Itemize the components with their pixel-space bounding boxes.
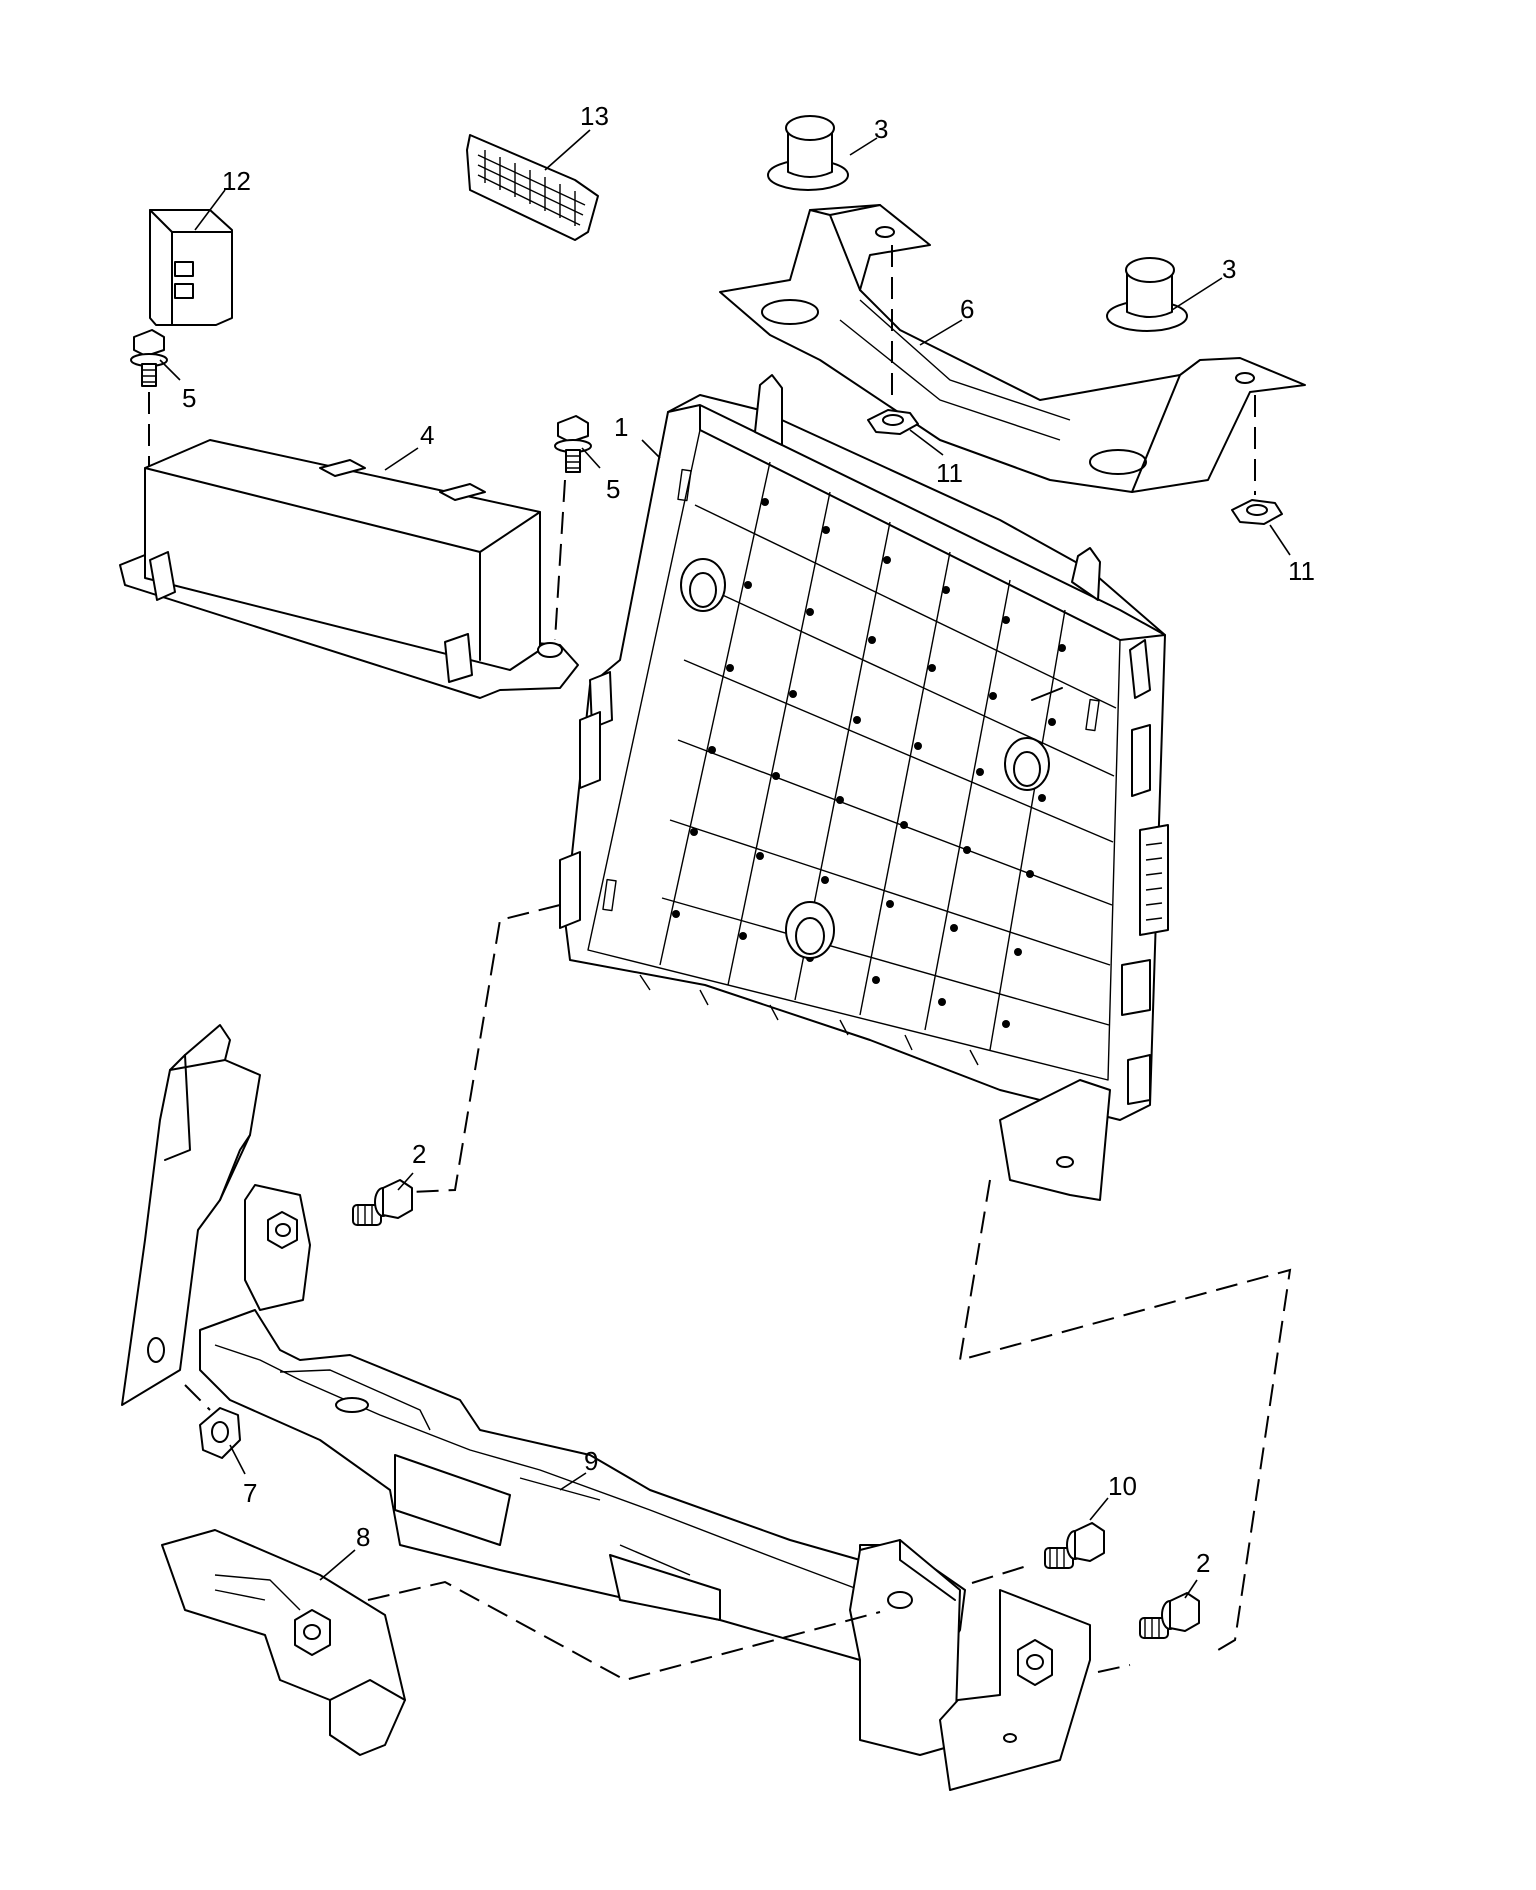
callout-2-upper: 2 [412, 1139, 426, 1169]
part-3-cap-right [1106, 257, 1188, 332]
callout-9: 9 [584, 1446, 598, 1476]
part-12-relay [149, 209, 233, 326]
callout-7: 7 [243, 1478, 257, 1508]
dash-8-to-9 [367, 1580, 881, 1682]
part-11-nut-upper [867, 245, 919, 435]
callout-3-upper: 3 [874, 114, 888, 144]
part-3-cap-upper [767, 115, 849, 191]
part-5-bolt-right [554, 415, 592, 641]
callout-5-right: 5 [606, 474, 620, 504]
callout-5-left: 5 [182, 383, 196, 413]
part-5-bolt-left [130, 329, 168, 470]
callout-13: 13 [580, 101, 609, 131]
dash-module-to-bolt-2 [409, 904, 561, 1193]
part-2-bolt-upper [352, 1179, 413, 1226]
part-10-bolt [971, 1522, 1105, 1584]
part-13-fuse-strip [466, 134, 599, 241]
callout-2-lower: 2 [1196, 1548, 1210, 1578]
part-11-nut-right [1231, 395, 1283, 525]
callout-8: 8 [356, 1522, 370, 1552]
part-8-small-bracket [161, 1529, 406, 1756]
part-1-control-module [559, 374, 1169, 1201]
callout-12: 12 [222, 166, 251, 196]
leader-lines [159, 129, 1291, 1599]
callout-11-right: 11 [1288, 556, 1315, 586]
part-9-lower-bracket [121, 1024, 1091, 1791]
part-4-fusebox-cover [119, 439, 579, 699]
callout-1: 1 [614, 412, 628, 442]
part-6-upper-bracket [719, 204, 1306, 493]
callout-10: 10 [1108, 1471, 1137, 1501]
grid-nodes [672, 498, 1066, 1028]
part-2-bolt-lower [1097, 1592, 1200, 1673]
callout-3-right: 3 [1222, 254, 1236, 284]
callout-labels: 1 2 2 3 3 4 5 5 6 7 8 9 10 11 11 12 13 [182, 101, 1315, 1578]
dash-module-to-bracket [958, 1179, 1292, 1651]
callout-6: 6 [960, 294, 974, 324]
callout-11-upper: 11 [936, 458, 963, 488]
callout-4: 4 [420, 420, 434, 450]
